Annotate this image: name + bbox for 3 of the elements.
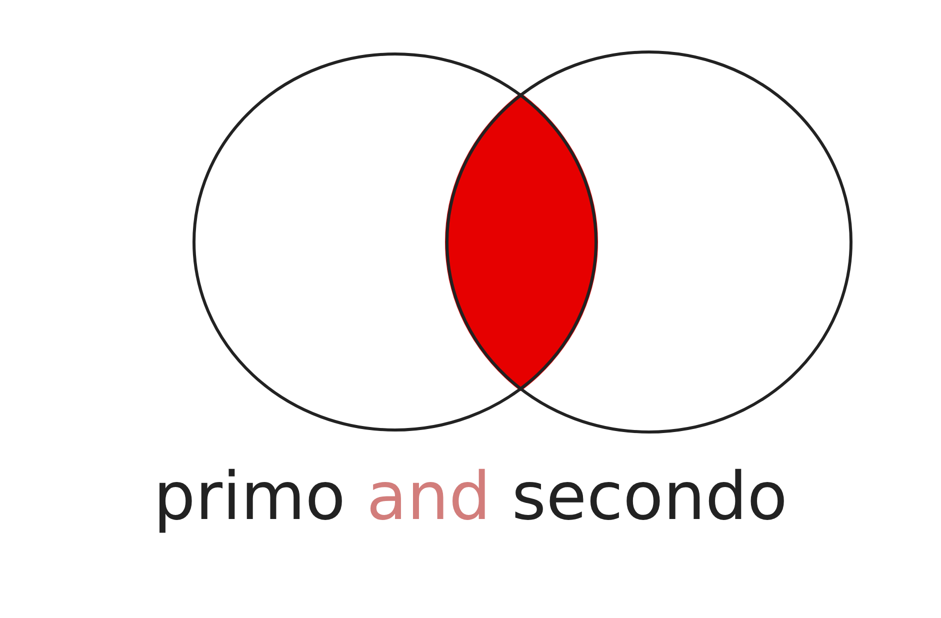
- set-circle: [445, 50, 853, 434]
- set-circle: [192, 52, 598, 432]
- caption: primo and secondo: [152, 458, 788, 535]
